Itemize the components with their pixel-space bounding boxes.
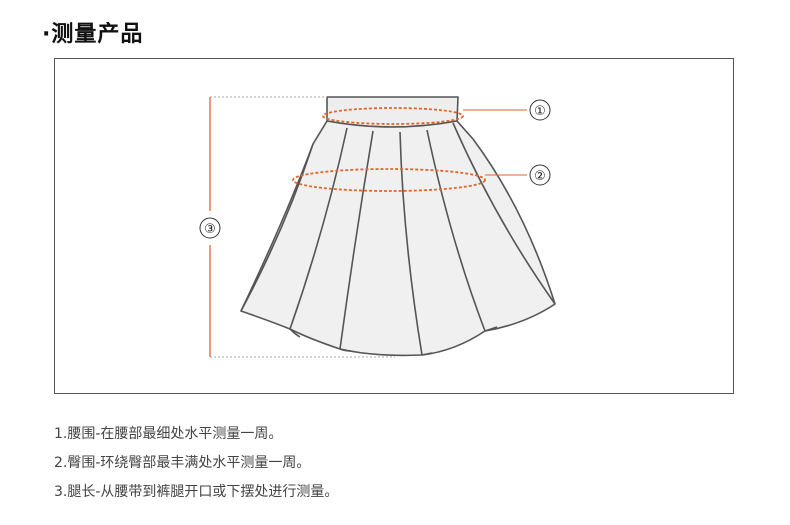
waist-measure-line: [322, 107, 464, 125]
skirt-diagram: ① ② ③: [199, 96, 556, 358]
note-waist: 1.腰围-在腰部最细处水平测量一周。: [54, 426, 283, 442]
length-measure-line: [209, 96, 395, 358]
section-title: ·测量产品: [42, 22, 144, 47]
marker-1: ①: [534, 104, 546, 119]
measurement-diagram-frame: ① ② ③: [54, 58, 734, 394]
marker-3: ③: [204, 222, 216, 237]
hip-measure-line: [292, 168, 486, 192]
skirt-illustration: [240, 96, 556, 357]
note-length: 3.腿长-从腰带到裤腿开口或下摆处进行测量。: [54, 484, 339, 500]
marker-2: ②: [534, 169, 546, 184]
note-hip: 2.臀围-环绕臀部最丰满处水平测量一周。: [54, 455, 311, 471]
measurement-notes: 1.腰围-在腰部最细处水平测量一周。 2.臀围-环绕臀部最丰满处水平测量一周。 …: [54, 420, 338, 507]
